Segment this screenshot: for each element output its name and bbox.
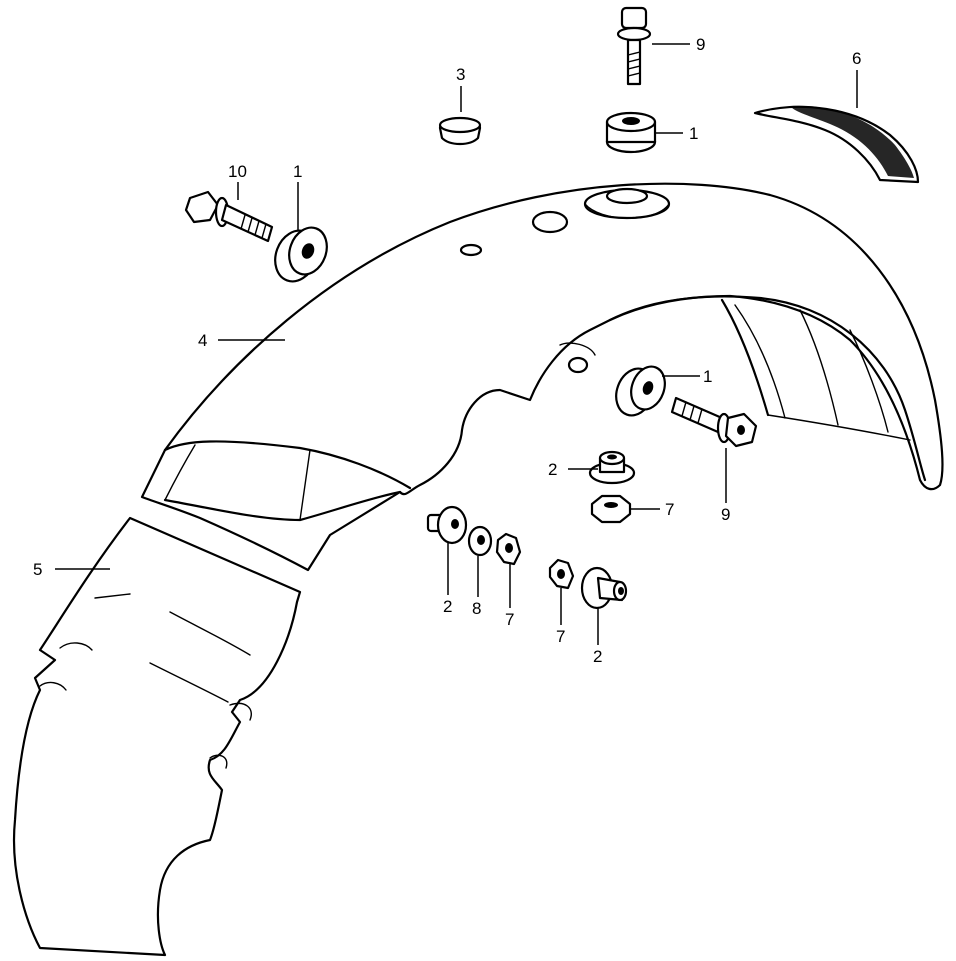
rear-fender-part-4	[140, 182, 944, 572]
callout-7-a: 7	[665, 500, 674, 519]
callout-2-c: 2	[593, 647, 602, 666]
callout-9-top: 9	[696, 35, 705, 54]
callout-8: 8	[472, 599, 481, 618]
reflector-part-6	[753, 105, 920, 184]
grommet-part-1-left	[274, 226, 328, 283]
callout-labels: 9 3 6 1 10 1 4 1 2 7 9 5 2 8 7 7 2	[33, 35, 861, 666]
cap-plug-part-3	[438, 116, 482, 146]
nut-part-7-c	[548, 558, 575, 590]
collar-part-2-b	[426, 505, 468, 545]
callout-1-mid: 1	[703, 367, 712, 386]
callout-5: 5	[33, 560, 42, 579]
nut-part-7-a	[590, 494, 632, 524]
callout-7-b: 7	[505, 610, 514, 629]
callout-6: 6	[852, 49, 861, 68]
callout-3: 3	[456, 65, 465, 84]
flange-bolt-part-9-top	[616, 6, 652, 86]
callout-4: 4	[198, 331, 207, 350]
callout-1-left: 1	[293, 162, 302, 181]
callout-7-c: 7	[556, 627, 565, 646]
callout-10: 10	[228, 162, 247, 181]
washer-part-8	[467, 525, 493, 557]
callout-1-top: 1	[689, 124, 698, 143]
flange-bolt-part-9-right	[670, 396, 758, 448]
leader-lines	[55, 43, 858, 645]
collar-part-2-c	[580, 566, 628, 610]
callout-2-b: 2	[443, 597, 452, 616]
nut-part-7-b	[495, 532, 522, 566]
grommet-part-1-mid	[615, 365, 666, 417]
inner-fender-part-5	[12, 516, 302, 957]
grommet-part-1-top	[605, 111, 657, 154]
bolt-part-10	[184, 190, 274, 243]
collar-part-2-a	[588, 450, 636, 485]
callout-2-a: 2	[548, 460, 557, 479]
callout-9-right: 9	[721, 505, 730, 524]
